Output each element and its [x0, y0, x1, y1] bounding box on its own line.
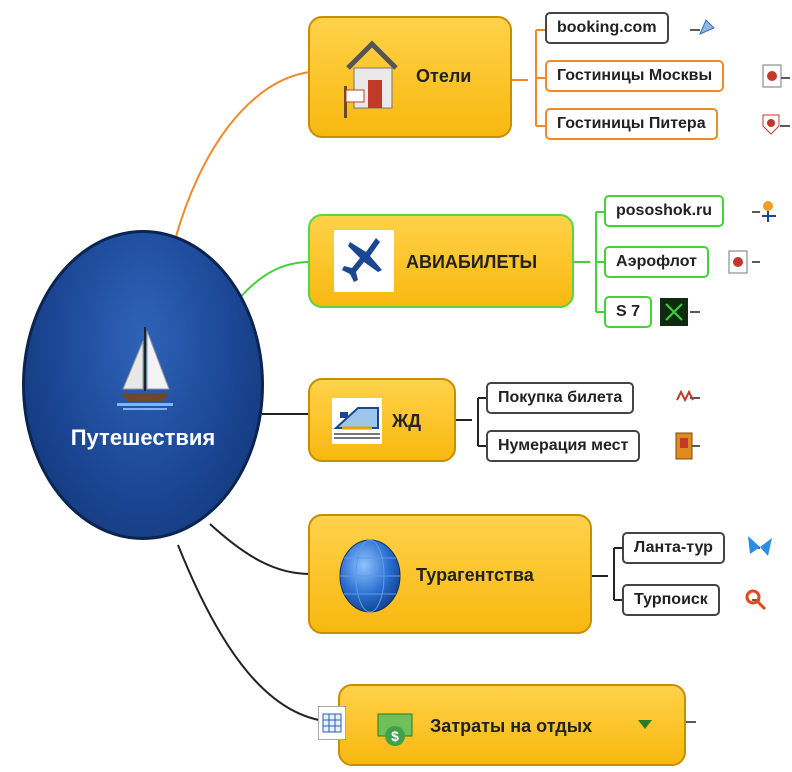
- subtopic-lanta-tour[interactable]: Ланта-тур: [622, 532, 725, 564]
- subtopic-seat-numbering[interactable]: Нумерация мест: [486, 430, 641, 462]
- book-icon[interactable]: [674, 432, 694, 460]
- subtopic-booking[interactable]: booking.com: [545, 12, 669, 44]
- butterfly-icon[interactable]: [746, 534, 774, 560]
- topic-costs-label: Затраты на отдых: [430, 716, 593, 736]
- topic-rail[interactable]: ЖД: [308, 378, 456, 462]
- subtopic-turpoisk[interactable]: Турпоиск: [622, 584, 720, 616]
- magnifier-icon[interactable]: [744, 588, 768, 612]
- spreadsheet-icon[interactable]: [318, 706, 346, 740]
- document-icon[interactable]: [728, 250, 748, 274]
- subtopic-pososhok[interactable]: pososhok.ru: [604, 195, 725, 227]
- central-title: Путешествия: [70, 425, 216, 450]
- subtopic-buy-ticket[interactable]: Покупка билета: [486, 382, 635, 414]
- emblem-icon[interactable]: [760, 112, 782, 136]
- svg-text:$: $: [391, 728, 399, 744]
- link-icon[interactable]: [696, 16, 718, 38]
- triangle-down-icon[interactable]: [638, 720, 652, 730]
- topic-hotels-label: Отели: [416, 66, 472, 86]
- rzd-logo-icon[interactable]: [676, 390, 694, 402]
- central-topic[interactable]: Путешествия: [22, 230, 264, 540]
- sailboat-icon: [117, 327, 173, 410]
- subtopic-aeroflot[interactable]: Аэрофлот: [604, 246, 709, 278]
- train-icon: [332, 398, 382, 444]
- topic-flights[interactable]: АВИАБИЛЕТЫ: [308, 214, 574, 308]
- subtopic-piter-hotels[interactable]: Гостиницы Питера: [545, 108, 718, 140]
- subtopic-s7[interactable]: S 7: [604, 296, 653, 328]
- pososhok-icon[interactable]: [758, 198, 782, 224]
- topic-agencies-label: Турагентства: [416, 565, 534, 585]
- topic-agencies[interactable]: Турагентства: [308, 514, 592, 634]
- topic-flights-label: АВИАБИЛЕТЫ: [406, 252, 538, 272]
- document-icon[interactable]: [762, 64, 782, 88]
- globe-icon: [339, 539, 401, 613]
- topic-rail-label: ЖД: [392, 411, 422, 431]
- subtopic-moscow-hotels[interactable]: Гостиницы Москвы: [545, 60, 725, 92]
- topic-costs[interactable]: $ Затраты на отдых: [338, 684, 686, 766]
- airplane-icon: [334, 230, 394, 292]
- s7-logo-icon[interactable]: [660, 298, 688, 326]
- house-icon: [344, 40, 398, 118]
- topic-hotels[interactable]: Отели: [308, 16, 512, 138]
- money-icon: $: [377, 713, 413, 746]
